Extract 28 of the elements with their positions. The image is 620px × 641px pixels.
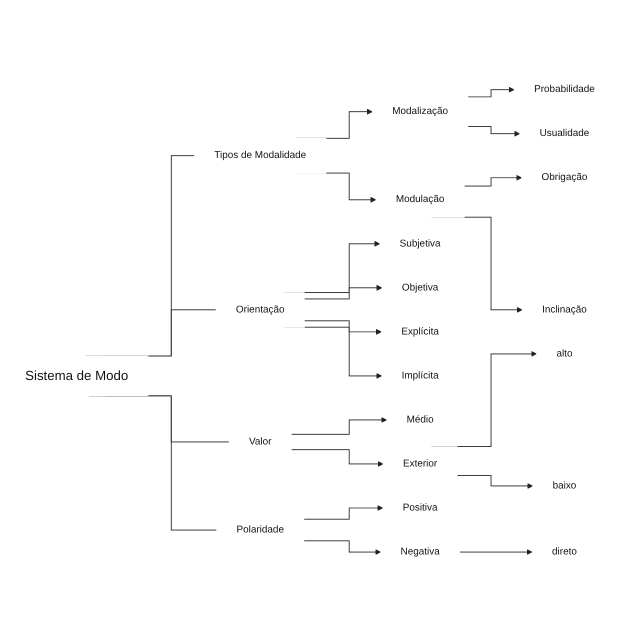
arrow: [464, 174, 522, 186]
node-text: Valor: [249, 435, 272, 447]
arrow: [459, 548, 532, 555]
arrow: [290, 416, 387, 434]
arrow: [304, 284, 382, 299]
arrow: [467, 86, 514, 97]
node-text: Negativa: [400, 546, 440, 557]
node-text: Usualidade: [540, 127, 590, 138]
arrow: [456, 474, 533, 489]
node-text: Modalização: [392, 105, 448, 116]
node-text: Positiva: [402, 502, 438, 513]
arrow: [304, 320, 382, 334]
arrow: [303, 504, 384, 520]
node-text: Subjetiva: [400, 237, 441, 249]
node-text: Inclinação: [542, 303, 587, 315]
node-text: Explícita: [401, 325, 439, 337]
node-text: Obrigação: [542, 171, 588, 183]
node-text: baixo: [552, 480, 576, 491]
node-text: Objetiva: [402, 281, 438, 293]
node-text: Polaridade: [236, 524, 284, 535]
node-text: direto: [552, 546, 577, 557]
node-text: Médio: [406, 413, 434, 425]
node-text: Probabilidade: [534, 83, 595, 94]
arrow: [303, 540, 381, 555]
arrow: [290, 448, 384, 467]
node-text: alto: [556, 347, 572, 359]
node-text: Implícita: [402, 369, 439, 381]
arrow: [467, 126, 520, 136]
